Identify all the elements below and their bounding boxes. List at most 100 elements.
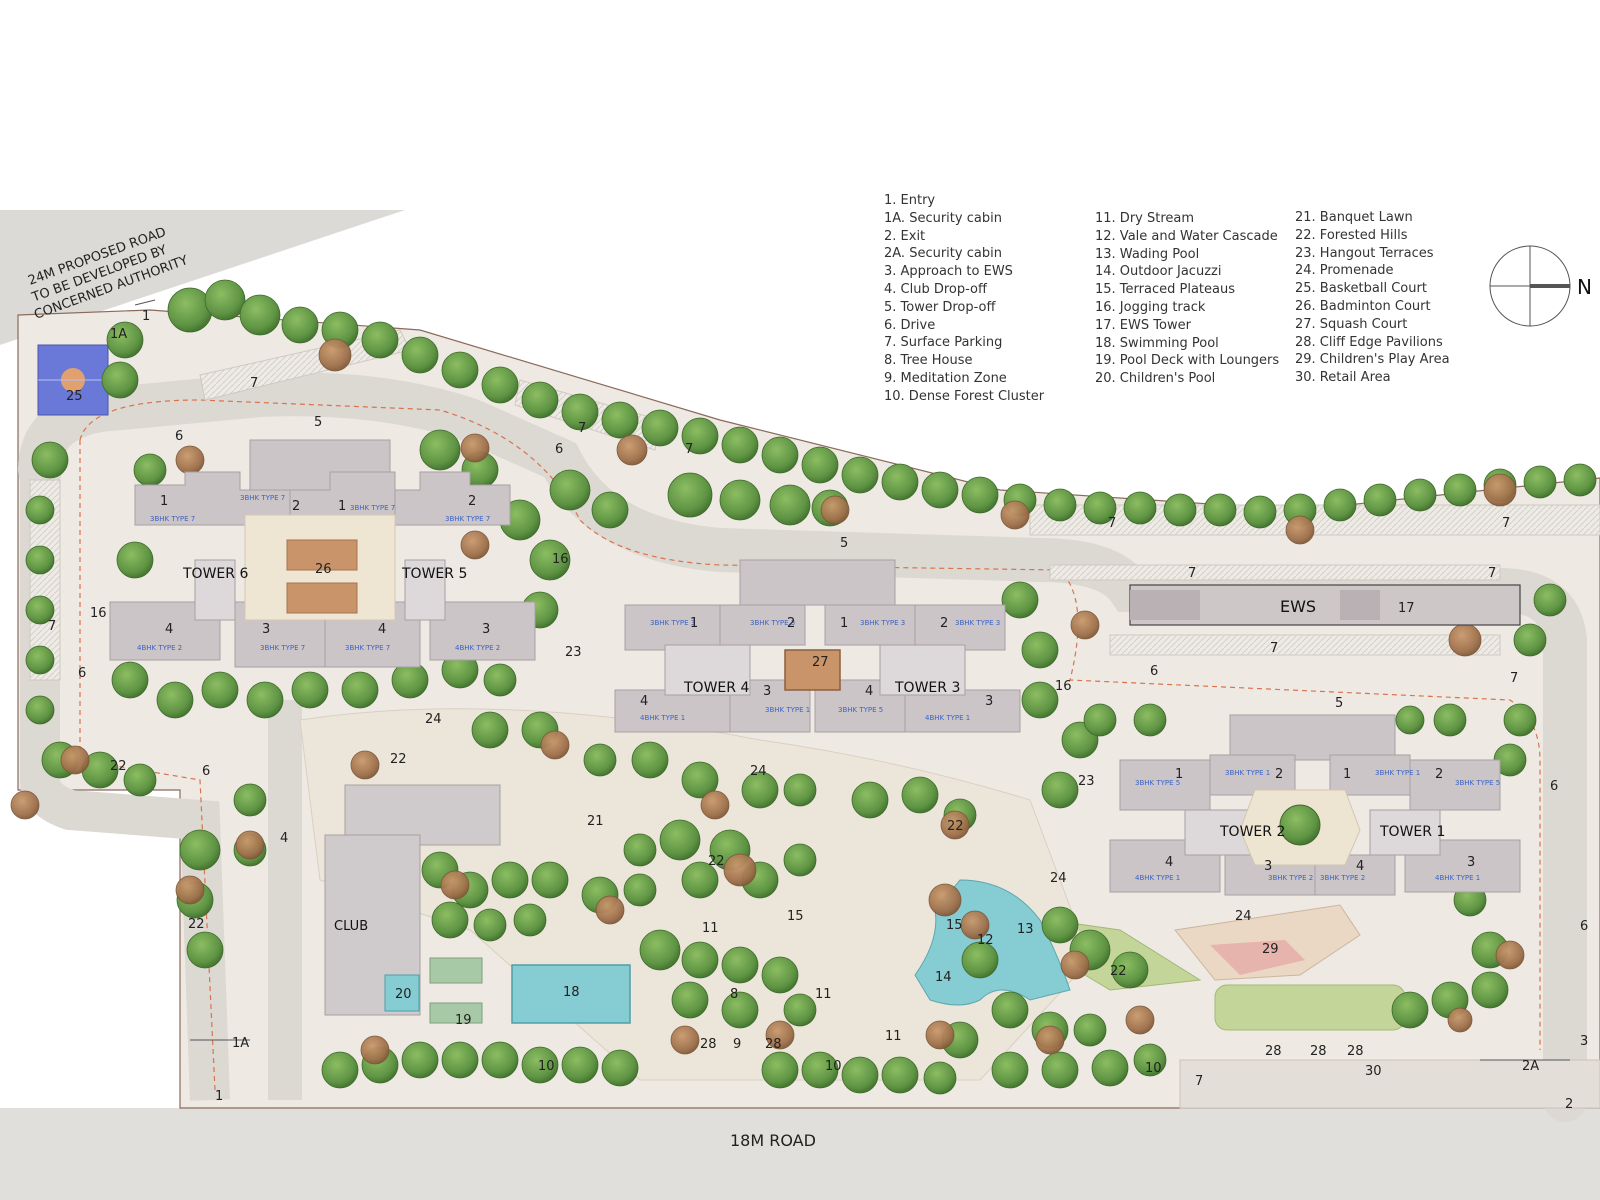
tower-4-label: TOWER 4 xyxy=(683,680,749,696)
svg-text:3: 3 xyxy=(985,694,993,709)
svg-text:3BHK TYPE 2: 3BHK TYPE 2 xyxy=(1320,874,1365,882)
legend-column-3: 21. Banquet Lawn 22. Forested Hills 23. … xyxy=(1295,209,1450,387)
legend-item: 11. Dry Stream xyxy=(1095,211,1195,226)
svg-text:18: 18 xyxy=(563,985,580,1000)
svg-text:3BHK TYPE 5: 3BHK TYPE 5 xyxy=(1135,779,1180,787)
legend-item: 12. Vale and Water Cascade xyxy=(1095,228,1278,244)
svg-text:11: 11 xyxy=(702,921,719,936)
svg-text:7: 7 xyxy=(578,421,586,436)
svg-text:28: 28 xyxy=(765,1037,782,1052)
svg-text:3: 3 xyxy=(763,684,771,699)
legend-item: 26. Badminton Court xyxy=(1295,298,1431,314)
road-18m xyxy=(0,1108,1600,1200)
svg-text:4: 4 xyxy=(865,684,873,699)
svg-text:3BHK TYPE 1: 3BHK TYPE 1 xyxy=(1225,769,1270,777)
legend-item: 4. Club Drop-off xyxy=(884,281,987,297)
legend-item: 7. Surface Parking xyxy=(884,335,1003,351)
legend-item: 16. Jogging track xyxy=(1095,299,1206,315)
svg-text:11: 11 xyxy=(885,1029,902,1044)
svg-text:3: 3 xyxy=(262,622,270,637)
legend-item: 20. Children's Pool xyxy=(1095,371,1216,387)
svg-text:4: 4 xyxy=(1165,855,1173,870)
swimming-pool xyxy=(511,964,631,1024)
svg-text:17: 17 xyxy=(1398,601,1415,616)
svg-text:4: 4 xyxy=(640,694,648,709)
svg-text:7: 7 xyxy=(685,442,693,457)
svg-text:4: 4 xyxy=(165,622,173,637)
svg-text:3BHK TYPE 7: 3BHK TYPE 7 xyxy=(150,515,195,523)
legend-item: 28. Cliff Edge Pavilions xyxy=(1295,334,1443,350)
legend-item: 24. Promenade xyxy=(1295,263,1394,279)
svg-text:7: 7 xyxy=(1510,671,1518,686)
svg-text:6: 6 xyxy=(202,764,210,779)
svg-text:7: 7 xyxy=(1488,566,1496,581)
svg-text:22: 22 xyxy=(188,917,205,932)
svg-text:3BHK TYPE 2: 3BHK TYPE 2 xyxy=(1268,874,1313,882)
svg-text:6: 6 xyxy=(175,429,183,444)
svg-text:5: 5 xyxy=(840,536,848,551)
legend-item: 10. Dense Forest Cluster xyxy=(884,388,1045,404)
legend-item: 9. Meditation Zone xyxy=(884,370,1007,386)
svg-text:3: 3 xyxy=(1580,1034,1588,1049)
svg-text:7: 7 xyxy=(1188,566,1196,581)
retail-area xyxy=(1179,1059,1600,1109)
svg-text:3BHK TYPE 5: 3BHK TYPE 5 xyxy=(1455,779,1500,787)
svg-text:4BHK TYPE 1: 4BHK TYPE 1 xyxy=(925,714,970,722)
tower-4-3-block xyxy=(614,559,1021,733)
svg-text:22: 22 xyxy=(390,752,407,767)
legend-item: 21. Banquet Lawn xyxy=(1295,210,1413,225)
svg-text:30: 30 xyxy=(1365,1064,1382,1079)
tower-6-label: TOWER 6 xyxy=(182,566,248,582)
svg-text:6: 6 xyxy=(555,442,563,457)
svg-text:1: 1 xyxy=(160,494,168,509)
svg-text:10: 10 xyxy=(538,1059,555,1074)
svg-text:16: 16 xyxy=(1055,679,1072,694)
svg-text:1: 1 xyxy=(690,616,698,631)
legend-item: 13. Wading Pool xyxy=(1095,246,1200,262)
svg-text:1A: 1A xyxy=(232,1036,249,1051)
svg-text:1: 1 xyxy=(142,309,150,324)
svg-text:4: 4 xyxy=(280,831,288,846)
svg-text:1: 1 xyxy=(215,1089,223,1104)
svg-text:1: 1 xyxy=(840,616,848,631)
svg-text:4BHK TYPE 2: 4BHK TYPE 2 xyxy=(137,644,182,652)
svg-text:28: 28 xyxy=(700,1037,717,1052)
svg-text:16: 16 xyxy=(90,606,107,621)
svg-text:10: 10 xyxy=(825,1059,842,1074)
compass-north-arrow: N xyxy=(1489,245,1592,327)
svg-text:23: 23 xyxy=(565,645,582,660)
legend-item: 30. Retail Area xyxy=(1295,370,1391,386)
svg-text:21: 21 xyxy=(587,814,604,829)
svg-text:3: 3 xyxy=(1264,859,1272,874)
svg-text:3BHK TYPE 3: 3BHK TYPE 3 xyxy=(750,619,795,627)
accent-trees xyxy=(10,338,1525,1065)
svg-text:8: 8 xyxy=(730,987,738,1002)
unit-type-labels: 3BHK TYPE 7 3BHK TYPE 7 3BHK TYPE 7 4BHK… xyxy=(137,494,1500,882)
svg-text:6: 6 xyxy=(78,666,86,681)
ews-label: EWS xyxy=(1280,597,1316,616)
svg-text:1: 1 xyxy=(1343,767,1351,782)
svg-text:24: 24 xyxy=(1235,909,1252,924)
svg-text:22: 22 xyxy=(947,819,964,834)
svg-text:1: 1 xyxy=(1175,767,1183,782)
legend-item: 1. Entry xyxy=(884,193,936,208)
svg-text:3BHK TYPE 7: 3BHK TYPE 7 xyxy=(260,644,305,652)
svg-text:5: 5 xyxy=(314,415,322,430)
svg-text:20: 20 xyxy=(395,987,412,1002)
svg-text:29: 29 xyxy=(1262,942,1279,957)
legend-item: 3. Approach to EWS xyxy=(884,264,1013,280)
jogging-track xyxy=(79,399,1541,1050)
childrens-pool xyxy=(384,974,420,1012)
svg-text:27: 27 xyxy=(812,655,829,670)
tower-5-label: TOWER 5 xyxy=(401,566,467,582)
svg-text:7: 7 xyxy=(48,619,56,634)
svg-text:2A: 2A xyxy=(1522,1059,1539,1074)
svg-text:3BHK TYPE 3: 3BHK TYPE 3 xyxy=(650,619,695,627)
legend-item: 22. Forested Hills xyxy=(1295,227,1408,243)
ews-tower xyxy=(1129,584,1521,626)
svg-text:22: 22 xyxy=(110,759,127,774)
svg-text:4: 4 xyxy=(378,622,386,637)
svg-text:2: 2 xyxy=(940,616,948,631)
tower-6-5-block xyxy=(109,439,536,668)
